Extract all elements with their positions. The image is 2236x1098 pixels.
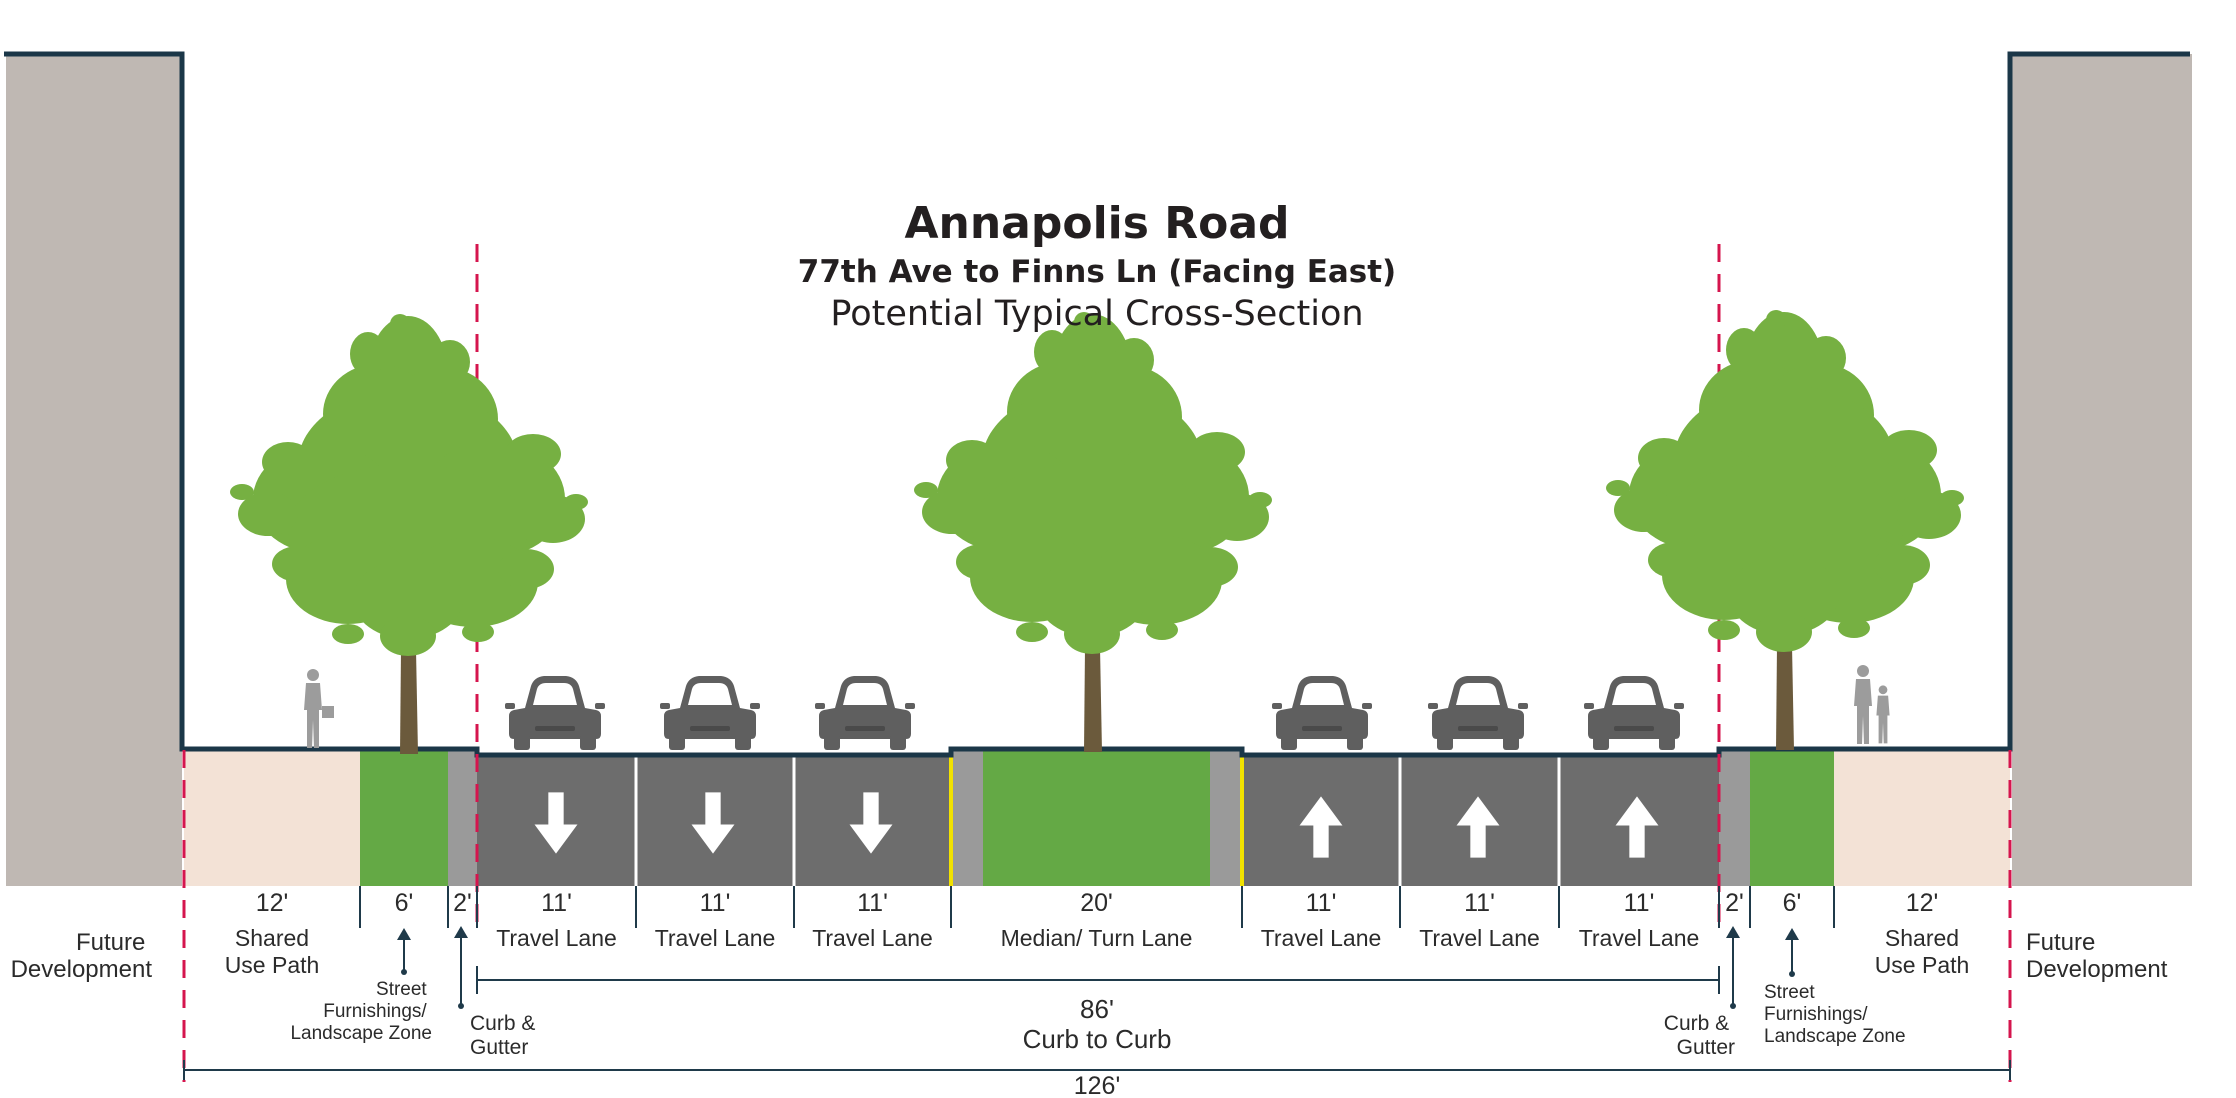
tree-icon [1606,310,1964,750]
pedestrian-icon [1854,665,1872,744]
zone-name-line: Shared [235,925,309,951]
curb-to-curb-value: 86' [1080,994,1114,1024]
zone-width-label: 11' [1464,889,1495,917]
zone-name-label: Travel Lane [1261,925,1382,951]
curb-to-curb-label: Curb to Curb [1023,1024,1172,1054]
car-icon [1584,676,1684,750]
zone-name-label: Travel Lane [496,925,617,951]
zone-name-line: Travel Lane [812,925,933,951]
median-planting [983,749,1210,886]
shared-use-path-left [184,749,360,886]
callout-right-furnishing: Street Furnishings/ Landscape Zone [1764,928,1906,1047]
zone-width-label: 12' [256,889,289,917]
curb-left [448,749,477,886]
zone-width-label: 11' [700,889,731,917]
zone-width-label: 11' [541,889,572,917]
zone-name-line: Travel Lane [1579,925,1700,951]
curb-right [1719,749,1750,886]
zone-width-label: 20' [1080,889,1113,917]
median-curb-right [1210,749,1242,886]
zone-name-line: Travel Lane [1419,925,1540,951]
diagram-caption: Potential Typical Cross-Section [830,294,1363,334]
zone-name-line: Travel Lane [655,925,776,951]
zone-name-line: Use Path [225,952,320,978]
zone-name-line: Median/ Turn Lane [1001,925,1193,951]
zone-width-label: 6' [395,889,414,917]
total-width-value: 126' [1074,1072,1120,1098]
diagram-title: Annapolis Road [904,198,1289,249]
zone-name-label: Travel Lane [1579,925,1700,951]
zone-name-line: Travel Lane [496,925,617,951]
zone-width-label: 11' [1306,889,1337,917]
pedestrian-icon [304,669,334,748]
curb-to-curb-dimension: 86' Curb to Curb [476,966,1720,1054]
zone-name-line: Use Path [1875,952,1970,978]
zone-name-label: Travel Lane [1419,925,1540,951]
callout-left-furnishing: Street Furnishings/ Landscape Zone [290,928,432,1044]
shared-use-path-right [1834,749,2010,886]
pedestrian-icon [1876,685,1890,744]
zone-name-label: Median/ Turn Lane [1001,925,1193,951]
zone-width-label: 6' [1783,889,1802,917]
landscape-zone-right [1750,749,1834,886]
landscape-zone-left [360,749,448,886]
callout-right-curb: Curb & Gutter [1664,926,1740,1059]
car-icon [815,676,915,750]
callout-text: Street Furnishings/ Landscape Zone [290,979,432,1044]
callout-left-curb: Curb & Gutter [454,926,541,1059]
zone-width-label: 2' [453,889,472,917]
future-development-label-right: Future Development [2026,929,2168,983]
tree-icon [914,312,1272,752]
zone-width-label: 12' [1906,889,1939,917]
building-left [6,54,182,886]
zone-width-label: 11' [857,889,888,917]
zone-width-label: 11' [1624,889,1655,917]
diagram-subtitle: 77th Ave to Finns Ln (Facing East) [798,254,1396,290]
building-right [2012,54,2192,886]
zone-name-label: Travel Lane [812,925,933,951]
zone-name-label: Travel Lane [655,925,776,951]
callout-text: Curb & Gutter [470,1012,541,1059]
zone-name-line: Travel Lane [1261,925,1382,951]
car-icon [1428,676,1528,750]
total-width-dimension: 126' [183,1060,2011,1098]
car-icon [505,676,605,750]
callout-text: Curb & Gutter [1664,1012,1735,1059]
future-development-label-left: Future Development [11,929,153,983]
median-curb-left [951,749,983,886]
car-icon [660,676,760,750]
car-icon [1272,676,1372,750]
zone-width-label: 2' [1725,889,1744,917]
zone-name-line: Shared [1885,925,1959,951]
callout-text: Street Furnishings/ Landscape Zone [1764,982,1906,1047]
